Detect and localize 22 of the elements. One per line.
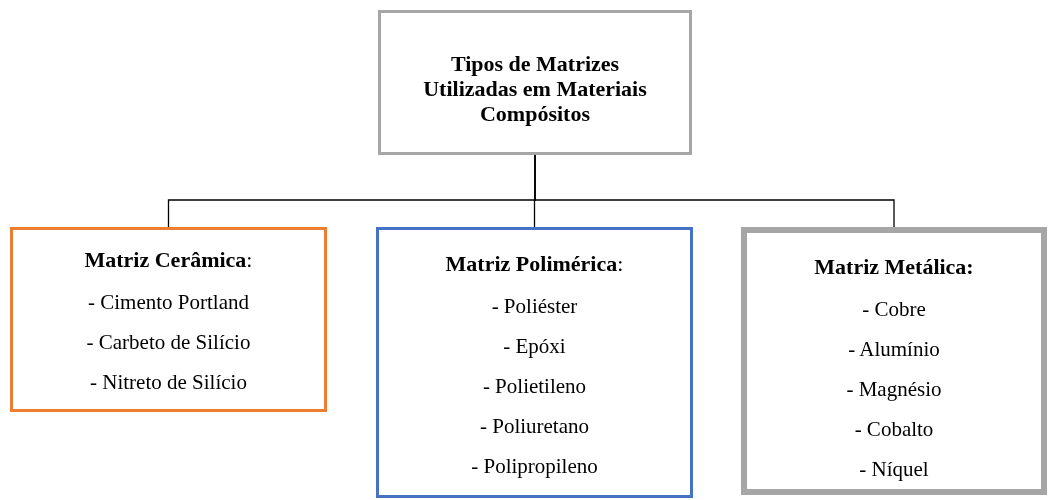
list-item: - Epóxi (503, 334, 566, 358)
connector-line (534, 154, 895, 228)
category-heading: Matriz Cerâmica: (84, 246, 253, 274)
list-item: - Carbeto de Silício (86, 330, 251, 354)
title-box (378, 10, 692, 155)
list-item: - Cobalto (854, 417, 934, 441)
list-item: - Poliuretano (479, 414, 590, 438)
list-item: - Cimento Portland (88, 290, 249, 314)
list-item: - Níquel (859, 457, 929, 481)
list-item: - Cobre (862, 297, 926, 321)
category-heading: Matriz Metálica: (814, 253, 974, 281)
list-item: - Magnésio (846, 377, 942, 401)
box-heading: Tipos de Matrizes Utilizadas em Materiais Compósitos (422, 51, 648, 126)
category-heading: Matriz Polimérica: (445, 250, 624, 278)
list-item: - Polipropileno (471, 454, 598, 478)
category-box (376, 227, 693, 498)
category-box (741, 227, 1047, 495)
list-item: - Polietileno (482, 374, 587, 398)
category-box (10, 227, 327, 412)
list-item: - Nitreto de Silício (90, 370, 247, 394)
list-item: - Poliéster (491, 294, 578, 318)
list-item: - Alumínio (848, 337, 940, 361)
